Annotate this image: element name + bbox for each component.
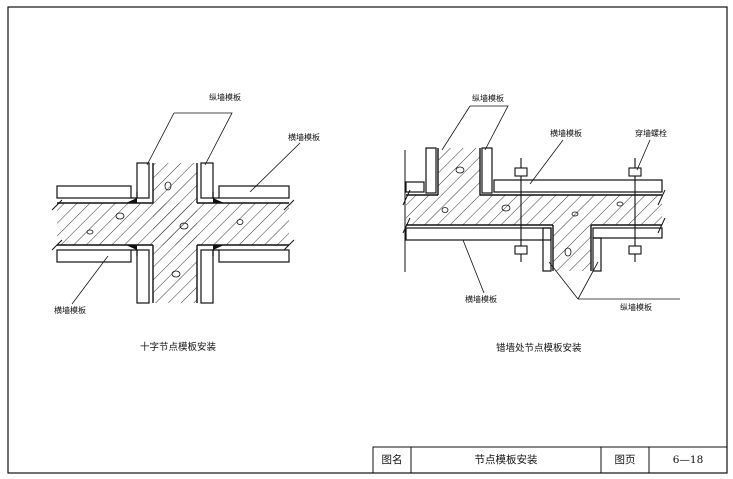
main-wall-concrete bbox=[406, 195, 662, 225]
main-form-bottom-right bbox=[592, 227, 663, 239]
title-block-page-value: 6—18 bbox=[672, 454, 704, 466]
main-form-bottom-left bbox=[405, 227, 552, 241]
label-left-transverse-form-bottom: 横墙模板 bbox=[54, 306, 86, 315]
longitudinal-form-bottom-right bbox=[200, 249, 214, 304]
leader-longitudinal bbox=[174, 112, 233, 166]
label-right-transverse-form: 横墙模板 bbox=[550, 129, 582, 138]
longitudinal-form-top-left bbox=[136, 162, 150, 199]
cross-joint-drawing bbox=[51, 112, 301, 305]
sheet-border bbox=[7, 6, 728, 474]
upper-wall-concrete bbox=[438, 148, 480, 195]
leader-upper-long bbox=[470, 105, 509, 151]
label-right-through-bolt: 穿墙螺栓 bbox=[635, 129, 667, 138]
transverse-form-bottom-left bbox=[56, 249, 132, 263]
label-right-longitudinal-form-top: 纵墙模板 bbox=[472, 94, 504, 103]
through-bolt-right bbox=[628, 158, 642, 262]
transverse-form-top-left bbox=[56, 185, 132, 199]
lower-form-left bbox=[542, 227, 552, 272]
longitudinal-form-bottom-left bbox=[136, 249, 150, 304]
upper-form-right bbox=[481, 147, 493, 194]
label-right-longitudinal-form-bottom: 纵墙模板 bbox=[620, 303, 652, 312]
title-block-frame bbox=[372, 446, 728, 474]
title-block-name-label: 图名 bbox=[381, 454, 403, 466]
title-block-name-value: 节点模板安装 bbox=[474, 454, 538, 466]
label-left-longitudinal-form: 纵墙模板 bbox=[209, 93, 241, 102]
transverse-form-top-right bbox=[218, 185, 290, 199]
lower-form-right bbox=[592, 237, 602, 272]
upper-form-left bbox=[425, 147, 437, 194]
longitudinal-wall-concrete bbox=[153, 163, 197, 303]
transverse-form-bottom-right bbox=[218, 249, 290, 263]
lower-wall-concrete bbox=[553, 225, 591, 271]
through-bolt-left bbox=[514, 158, 528, 262]
caption-staggered-joint: 错墙处节点模板安装 bbox=[496, 343, 582, 354]
main-form-top-right bbox=[493, 179, 663, 193]
title-block-page-label: 图页 bbox=[614, 454, 636, 466]
label-left-transverse-form-top: 横墙模板 bbox=[288, 133, 320, 142]
longitudinal-form-top-right bbox=[200, 162, 214, 199]
label-right-transverse-form-bottom: 横墙模板 bbox=[465, 295, 497, 304]
staggered-joint-drawing bbox=[402, 105, 680, 300]
main-form-top-left bbox=[405, 181, 425, 193]
caption-cross-joint: 十字节点模板安装 bbox=[140, 342, 217, 353]
